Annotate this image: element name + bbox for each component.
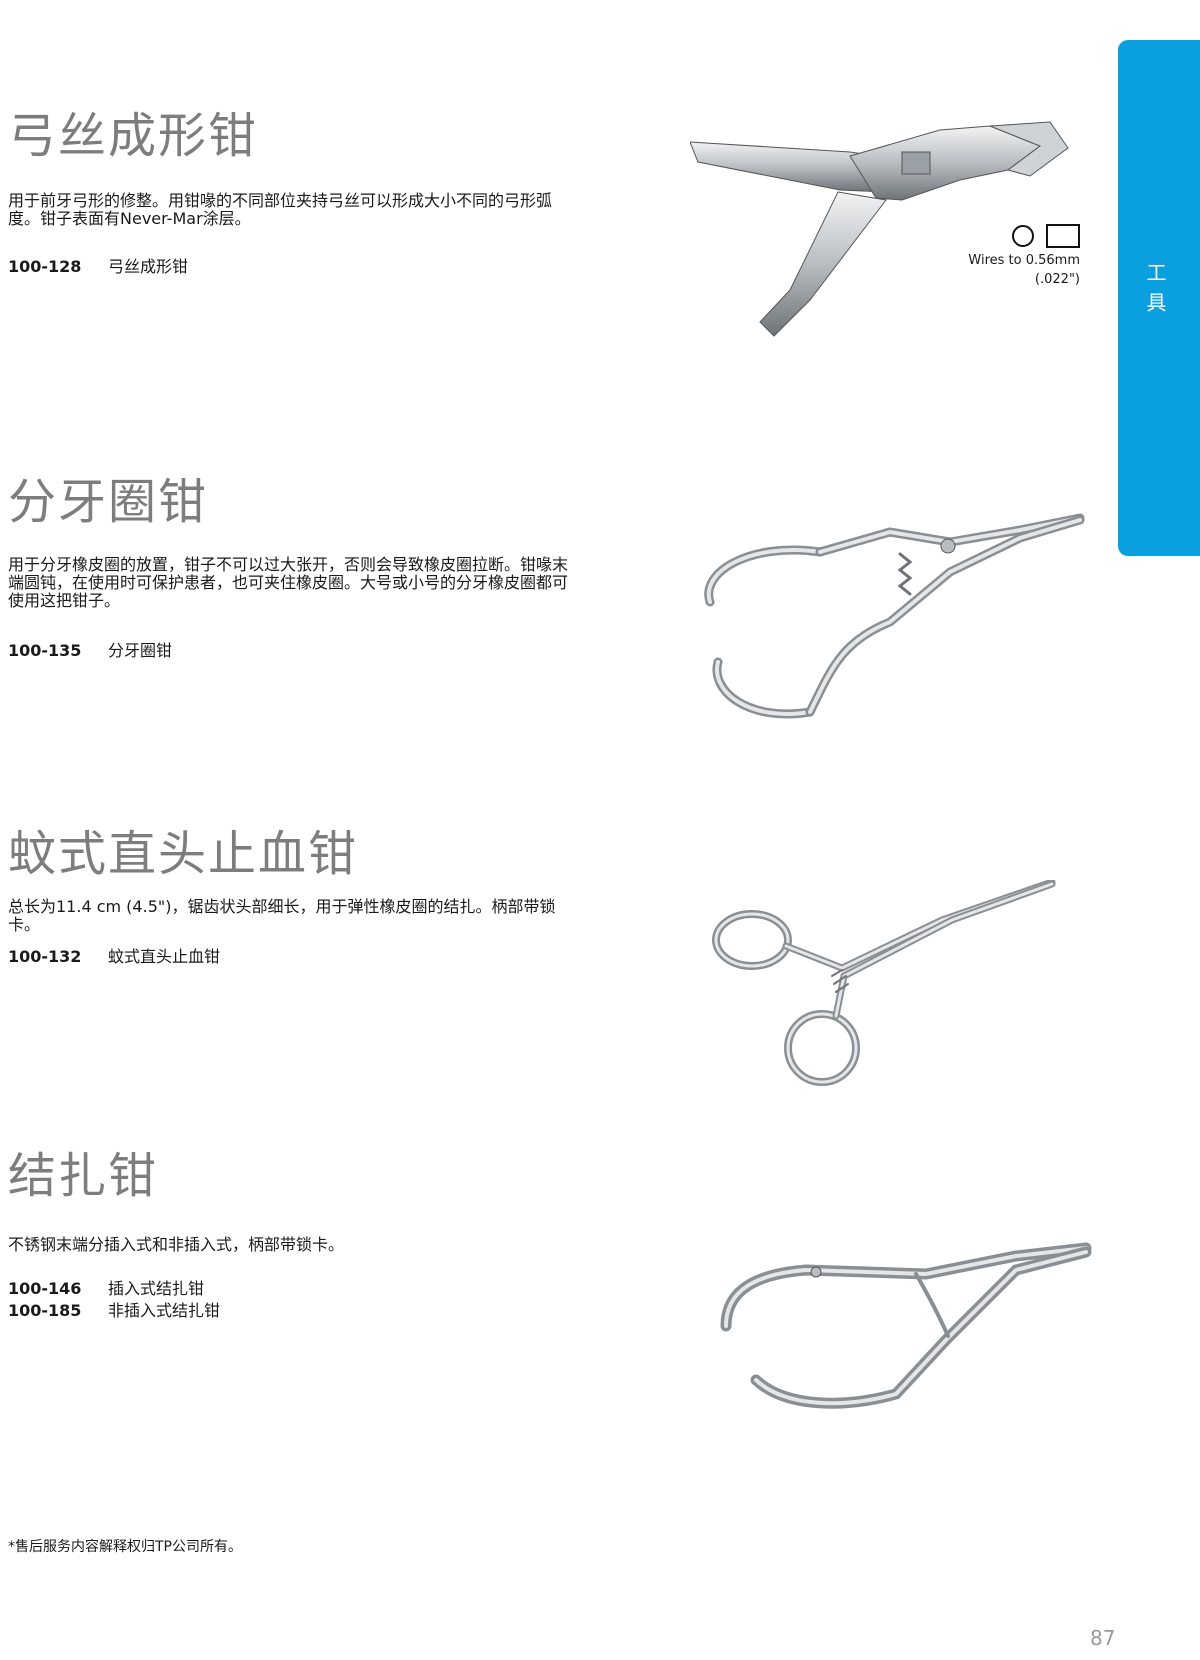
hemostat-icon bbox=[712, 880, 1056, 1086]
rectangular-wire-icon bbox=[1046, 224, 1080, 248]
product-code-list: 100-128 弓丝成形钳 bbox=[8, 256, 188, 278]
product-code: 100-132 bbox=[8, 947, 82, 966]
product-code: 100-135 bbox=[8, 641, 82, 660]
product-code-list: 100-135 分牙圈钳 bbox=[8, 640, 172, 662]
product-code-list: 100-146 插入式结扎钳 100-185 非插入式结扎钳 bbox=[8, 1278, 220, 1322]
ligature-plier-icon bbox=[720, 1242, 1092, 1409]
product-section-separating: 分牙圈钳 用于分牙橡皮圈的放置，钳子不可以过大张开，否则会导致橡皮圈拉断。钳喙末… bbox=[0, 380, 1130, 760]
wire-size-inch-label: (.022") bbox=[1034, 272, 1080, 287]
separating-plier-icon bbox=[704, 513, 1085, 719]
wire-arch-plier-icon bbox=[690, 121, 1069, 337]
wire-shape-icons bbox=[940, 222, 1080, 250]
footnote: *售后服务内容解释权归TP公司所有。 bbox=[8, 1539, 242, 1555]
product-description: 不锈钢末端分插入式和非插入式，柄部带锁卡。 bbox=[8, 1235, 345, 1254]
product-code-name: 插入式结扎钳 bbox=[108, 1279, 205, 1298]
round-wire-icon bbox=[1012, 225, 1034, 247]
product-code-name: 蚊式直头止血钳 bbox=[108, 947, 221, 966]
category-side-tab[interactable] bbox=[1118, 40, 1200, 556]
product-code-name: 分牙圈钳 bbox=[108, 641, 173, 660]
product-code-list: 100-132 蚊式直头止血钳 bbox=[8, 946, 220, 968]
product-code-row: 100-185 非插入式结扎钳 bbox=[8, 1300, 220, 1322]
product-description: 用于分牙橡皮圈的放置，钳子不可以过大张开，否则会导致橡皮圈拉断。钳喙末端圆钝，在… bbox=[8, 555, 569, 610]
product-code-row: 100-128 弓丝成形钳 bbox=[8, 256, 188, 278]
product-title: 弓丝成形钳 bbox=[8, 108, 259, 164]
product-title: 结扎钳 bbox=[8, 1148, 159, 1204]
product-section-arch-forming: 弓丝成形钳 用于前牙弓形的修整。用钳喙的不同部位夹持弓丝可以形成大小不同的弓形弧… bbox=[0, 0, 1130, 360]
product-description: 总长为11.4 cm (4.5")，锯齿状头部细长，用于弹性橡皮圈的结扎。柄部带… bbox=[8, 897, 556, 934]
product-code-name: 非插入式结扎钳 bbox=[108, 1301, 221, 1320]
product-code-row: 100-132 蚊式直头止血钳 bbox=[8, 946, 220, 968]
wire-size-label: Wires to 0.56mm bbox=[968, 253, 1080, 268]
product-title: 分牙圈钳 bbox=[8, 474, 209, 530]
product-description: 用于前牙弓形的修整。用钳喙的不同部位夹持弓丝可以形成大小不同的弓形弧度。钳子表面… bbox=[8, 191, 553, 228]
product-title: 蚊式直头止血钳 bbox=[8, 826, 359, 882]
product-section-hemostat: 蚊式直头止血钳 总长为11.4 cm (4.5")，锯齿状头部细长，用于弹性橡皮… bbox=[0, 780, 1130, 1100]
product-code: 100-128 bbox=[8, 257, 82, 276]
product-code: 100-146 bbox=[8, 1279, 82, 1298]
product-code: 100-185 bbox=[8, 1301, 82, 1320]
wire-spec: Wires to 0.56mm (.022") bbox=[940, 222, 1080, 288]
product-section-ligature: 结扎钳 不锈钢末端分插入式和非插入式，柄部带锁卡。 100-146 插入式结扎钳 … bbox=[0, 1120, 1130, 1420]
product-code-row: 100-135 分牙圈钳 bbox=[8, 640, 172, 662]
category-tab-label: 工具 bbox=[1143, 262, 1167, 322]
product-code-row: 100-146 插入式结扎钳 bbox=[8, 1278, 220, 1300]
page-number: 87 bbox=[1090, 1626, 1116, 1650]
product-code-name: 弓丝成形钳 bbox=[108, 257, 189, 276]
